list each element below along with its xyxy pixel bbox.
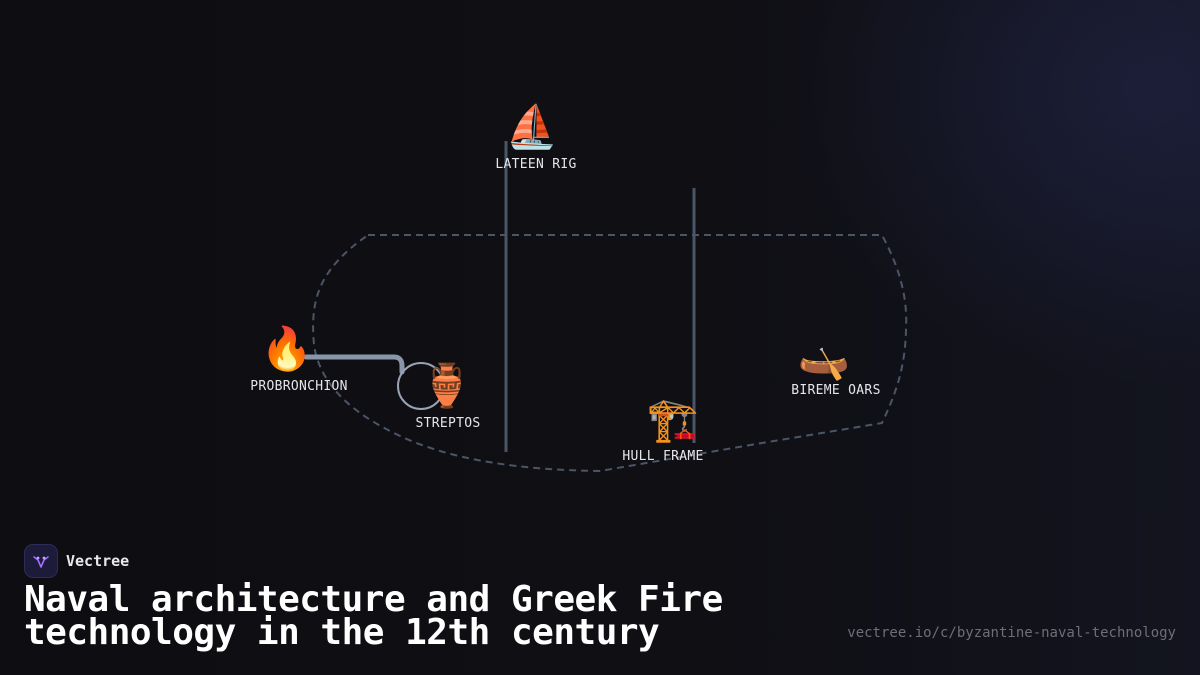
page-title-line-1: Naval architecture and Greek Fire xyxy=(24,579,723,620)
brand-name: Vectree xyxy=(66,552,130,570)
node-label-lateen-rig[interactable]: LATEEN RIG xyxy=(495,157,577,172)
vectree-logo-glyph xyxy=(33,556,49,568)
node-label-streptos[interactable]: STREPTOS xyxy=(415,416,481,431)
node-label-probronchion[interactable]: PROBRONCHION xyxy=(250,379,348,394)
canoe-icon[interactable]: 🛶 xyxy=(797,333,851,382)
node-label-hull-frame[interactable]: HULL FRAME xyxy=(622,449,704,464)
siphon-pipe-connector xyxy=(303,354,405,375)
vectree-logo-icon xyxy=(24,544,58,578)
brand[interactable]: Vectree xyxy=(24,544,129,578)
page-title: Naval architecture and Greek Fire techno… xyxy=(24,582,824,651)
fire-icon[interactable]: 🔥 xyxy=(260,324,314,373)
node-label-bireme-oars[interactable]: BIREME OARS xyxy=(791,383,881,398)
source-url[interactable]: vectree.io/c/byzantine-naval-technology xyxy=(847,625,1176,641)
sailboat-icon[interactable]: ⛵ xyxy=(505,102,559,151)
crane-icon[interactable]: 🏗️ xyxy=(646,395,700,444)
page-title-line-2: technology in the 12th century xyxy=(24,612,660,653)
amphora-icon[interactable]: 🏺 xyxy=(420,361,474,410)
hull-outline xyxy=(312,234,908,473)
streptos-ring xyxy=(397,362,445,410)
